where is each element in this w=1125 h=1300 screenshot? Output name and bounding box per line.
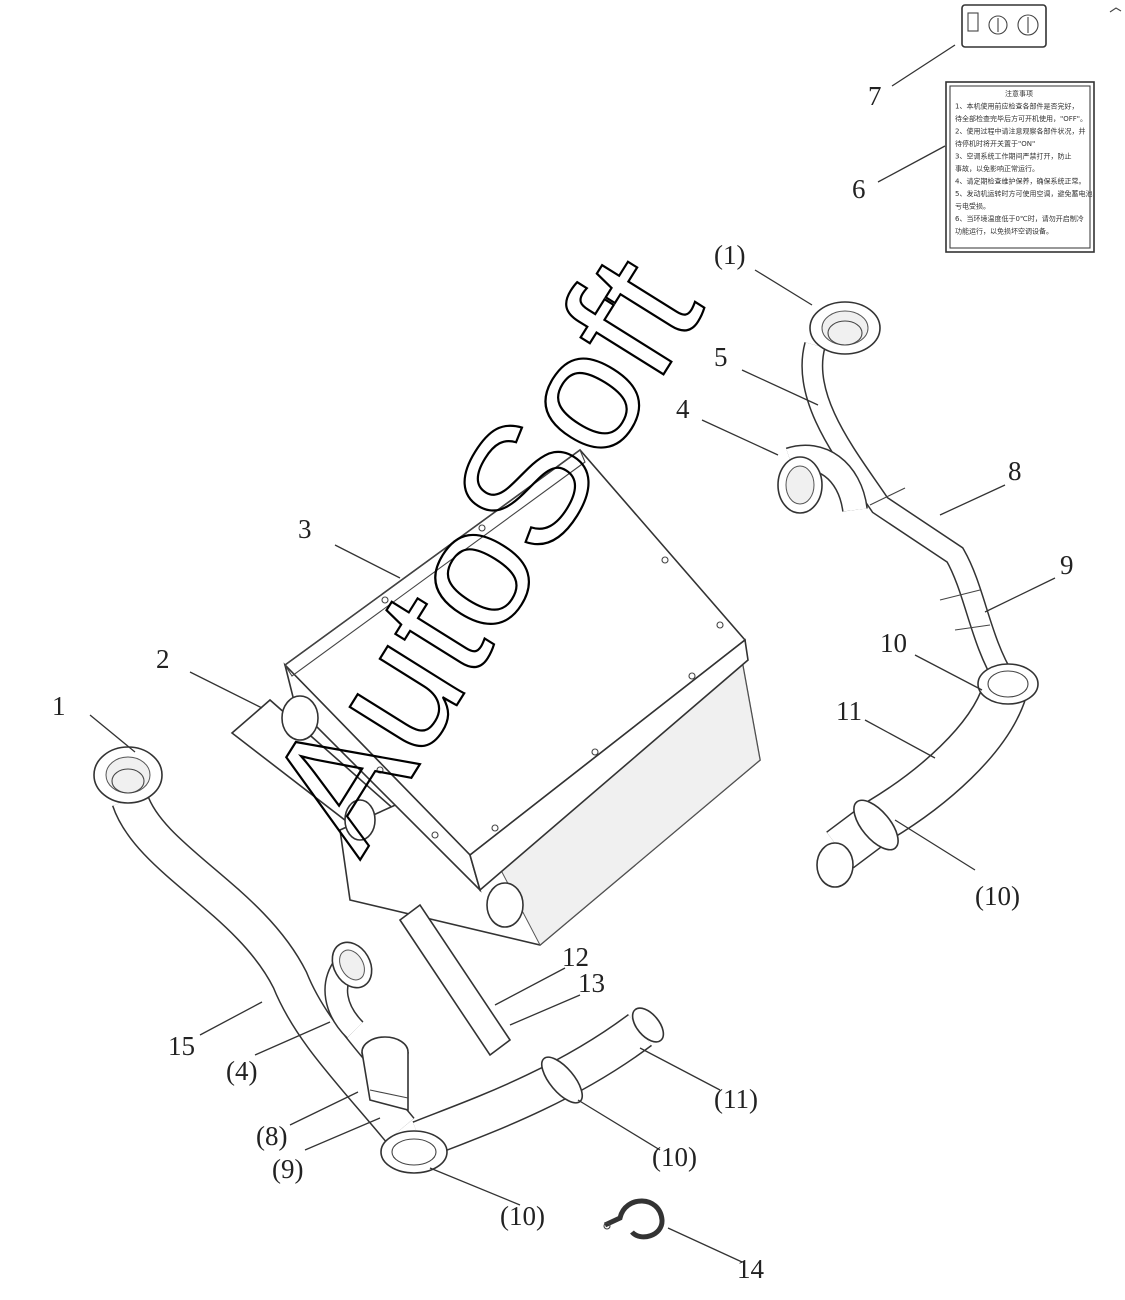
label-6: 6	[852, 174, 866, 204]
control-panel	[961, 4, 1047, 48]
small-mark-icon	[1109, 7, 1122, 13]
notice-line: 待停机时将开关置于"ON"	[955, 139, 1035, 148]
left-connector	[361, 1036, 409, 1112]
left-top-outlet	[93, 746, 163, 804]
label-13: 13	[578, 968, 605, 998]
notice-text-block: 注意事项 1、本机使用前应检查各部件是否完好， 待全部检查完毕后方可开机使用，"OF…	[955, 89, 1092, 236]
notice-line: 4、请定期检查维护保养，确保系统正常。	[955, 177, 1085, 186]
callout-labels: 7 6 (1) 5 4 8 9 10 11 (10) 3 2 1 12 13 1…	[52, 81, 1074, 1284]
label-12: 12	[562, 942, 589, 972]
notice-line: 注意事项	[1005, 89, 1033, 98]
notice-line: 亏电受损。	[955, 202, 990, 211]
label-1: 1	[52, 691, 66, 721]
label-3: 3	[298, 514, 312, 544]
label-10-right: 10	[880, 628, 907, 658]
label-7: 7	[868, 81, 882, 111]
label-p10-bottom-right: (10)	[652, 1142, 697, 1172]
label-4: 4	[676, 394, 690, 424]
notice-line: 1、本机使用前应检查各部件是否完好，	[955, 102, 1078, 111]
right-top-outlet	[809, 301, 881, 355]
label-p8-left: (8)	[256, 1121, 287, 1151]
notice-line: 事故，以免影响正常运行。	[955, 164, 1039, 173]
label-5: 5	[714, 342, 728, 372]
elbow-outlet-lower	[324, 941, 373, 1039]
label-p11-bottom: (11)	[714, 1084, 758, 1114]
label-p4-left: (4)	[226, 1056, 257, 1086]
notice-line: 3、空调系统工作期间严禁打开，防止	[955, 152, 1071, 161]
right-upper-pipe	[801, 342, 1015, 686]
label-p10-bottom: (10)	[500, 1201, 545, 1231]
pipe-clamp	[603, 1198, 665, 1240]
right-lower-pipe	[816, 663, 1039, 888]
lower-horizontal-pipe	[412, 1007, 665, 1159]
notice-line: 6、当环境温度低于0℃时，请勿开启制冷	[955, 214, 1084, 223]
label-11: 11	[836, 696, 862, 726]
label-p9-left: (9)	[272, 1154, 303, 1184]
label-p1-right: (1)	[714, 240, 745, 270]
leader-lines	[89, 44, 1056, 1263]
main-unit-box	[230, 448, 761, 1057]
label-p10-right: (10)	[975, 881, 1020, 911]
label-9: 9	[1060, 550, 1074, 580]
label-8: 8	[1008, 456, 1022, 486]
notice-line: 待全部检查完毕后方可开机使用，"OFF"。	[955, 114, 1087, 123]
notice-plate: 注意事项 1、本机使用前应检查各部件是否完好， 待全部检查完毕后方可开机使用，"OF…	[945, 81, 1095, 253]
notice-line: 5、发动机运转时方可使用空调，避免蓄电池	[955, 189, 1092, 198]
bottom-flange-ring	[380, 1130, 448, 1174]
label-2: 2	[156, 644, 170, 674]
elbow-outlet-upper	[777, 444, 868, 514]
label-14: 14	[737, 1254, 765, 1284]
notice-line: 2、使用过程中请注意观察各部件状况，并	[955, 127, 1085, 136]
left-pipe	[111, 792, 415, 1143]
label-15: 15	[168, 1031, 195, 1061]
notice-line: 功能运行，以免损坏空调设备。	[955, 227, 1053, 236]
